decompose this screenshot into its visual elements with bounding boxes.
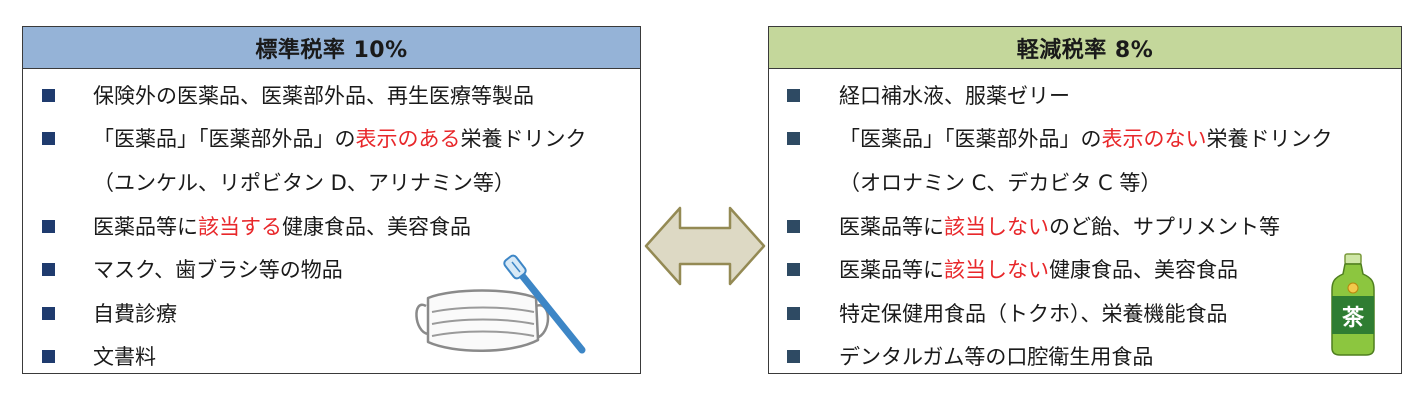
double-arrow-icon (644, 206, 766, 286)
item-segment: 「医薬品」「医薬部外品」の (93, 127, 356, 152)
square-bullet-icon (787, 132, 800, 146)
reduced-item-text: デンタルガム等の口腔衛生用食品 (839, 341, 1153, 371)
reduced-item: デンタルガム等の口腔衛生用食品 (769, 335, 1401, 379)
item-segment: のど飴、サプリメント等 (1049, 214, 1280, 239)
reduced-item: 医薬品等に該当しない健康食品、美容食品 (769, 247, 1401, 291)
reduced-rate-panel: 軽減税率 8% 経口補水液、服薬ゼリー「医薬品」「医薬部外品」の表示のない栄養ド… (768, 26, 1402, 374)
highlight-text: 表示のない (1101, 127, 1207, 152)
standard-item-text: （ユンケル、リポビタン D、アリナミン等） (93, 167, 515, 197)
item-segment: 「医薬品」「医薬部外品」の (839, 127, 1102, 152)
standard-rate-header: 標準税率 10% (23, 27, 640, 69)
mask-toothbrush-illustration (415, 254, 586, 354)
reduced-item-text: 経口補水液、服薬ゼリー (839, 80, 1070, 110)
item-segment: （ユンケル、リポビタン D、アリナミン等） (93, 170, 515, 195)
standard-rate-list: 保険外の医薬品、医薬部外品、再生医療等製品「医薬品」「医薬部外品」の表示のある栄… (23, 73, 640, 378)
reduced-item: 医薬品等に該当しないのど飴、サプリメント等 (769, 204, 1401, 248)
highlight-text: 該当する (198, 214, 282, 239)
standard-item: 医薬品等に該当する健康食品、美容食品 (23, 204, 640, 248)
standard-item: 「医薬品」「医薬部外品」の表示のある栄養ドリンク (23, 117, 640, 161)
reduced-item-text: （オロナミン C、デカビタ C 等） (839, 167, 1161, 197)
square-bullet-icon (42, 132, 55, 146)
item-segment: 健康食品、美容食品 (282, 214, 471, 239)
standard-item-continuation: （ユンケル、リポビタン D、アリナミン等） (23, 160, 640, 204)
highlight-text: 該当しない (944, 258, 1049, 283)
reduced-item: 「医薬品」「医薬部外品」の表示のない栄養ドリンク (769, 117, 1401, 161)
square-bullet-icon (787, 306, 800, 320)
square-bullet-icon (42, 350, 55, 364)
standard-item: 自費診療 (23, 291, 640, 335)
reduced-item-continuation: （オロナミン C、デカビタ C 等） (769, 160, 1401, 204)
item-segment: 医薬品等に (839, 214, 944, 239)
standard-item-text: 文書料 (93, 341, 156, 371)
item-segment: 自費診療 (93, 301, 177, 326)
item-segment: 経口補水液、服薬ゼリー (839, 83, 1070, 108)
reduced-rate-header: 軽減税率 8% (769, 27, 1401, 69)
item-segment: 特定保健用食品（トクホ）、栄養機能食品 (839, 301, 1228, 326)
item-segment: 栄養ドリンク (1206, 127, 1333, 152)
square-bullet-icon (787, 88, 800, 102)
item-segment: 文書料 (93, 345, 156, 370)
highlight-text: 該当しない (944, 214, 1049, 239)
item-segment: 栄養ドリンク (460, 127, 587, 152)
standard-item: マスク、歯ブラシ等の物品 (23, 247, 640, 291)
standard-item-text: 「医薬品」「医薬部外品」の表示のある栄養ドリンク (93, 123, 587, 153)
item-segment: 医薬品等に (93, 214, 198, 239)
reduced-item-text: 「医薬品」「医薬部外品」の表示のない栄養ドリンク (839, 123, 1333, 153)
bottle-label: 茶 (1342, 306, 1365, 331)
tea-bottle-illustration: 茶 (1331, 253, 1375, 356)
square-bullet-icon (42, 88, 55, 102)
standard-item: 保険外の医薬品、医薬部外品、再生医療等製品 (23, 73, 640, 117)
highlight-text: 表示のある (355, 127, 461, 152)
square-bullet-icon (42, 306, 55, 320)
standard-item: 文書料 (23, 335, 640, 379)
standard-item-text: マスク、歯ブラシ等の物品 (93, 254, 343, 284)
item-segment: 健康食品、美容食品 (1049, 258, 1238, 283)
reduced-item-text: 医薬品等に該当しない健康食品、美容食品 (839, 254, 1238, 284)
item-segment: 医薬品等に (839, 258, 944, 283)
item-segment: （オロナミン C、デカビタ C 等） (839, 170, 1162, 195)
item-segment: 保険外の医薬品、医薬部外品、再生医療等製品 (93, 83, 534, 108)
reduced-item-text: 特定保健用食品（トクホ）、栄養機能食品 (839, 298, 1228, 328)
reduced-item-text: 医薬品等に該当しないのど飴、サプリメント等 (839, 211, 1280, 241)
reduced-item: 経口補水液、服薬ゼリー (769, 73, 1401, 117)
reduced-rate-list: 経口補水液、服薬ゼリー「医薬品」「医薬部外品」の表示のない栄養ドリンク （オロナミ… (769, 73, 1401, 378)
square-bullet-icon (42, 219, 55, 233)
standard-rate-panel: 標準税率 10% 保険外の医薬品、医薬部外品、再生医療等製品「医薬品」「医薬部外… (22, 26, 641, 374)
square-bullet-icon (787, 219, 800, 233)
square-bullet-icon (42, 263, 55, 277)
item-segment: マスク、歯ブラシ等の物品 (93, 258, 343, 283)
item-segment: デンタルガム等の口腔衛生用食品 (839, 345, 1154, 370)
standard-item-text: 医薬品等に該当する健康食品、美容食品 (93, 211, 471, 241)
square-bullet-icon (787, 263, 800, 277)
square-bullet-icon (787, 350, 800, 364)
reduced-item: 特定保健用食品（トクホ）、栄養機能食品 (769, 291, 1401, 335)
standard-item-text: 保険外の医薬品、医薬部外品、再生医療等製品 (93, 80, 534, 110)
standard-item-text: 自費診療 (93, 298, 177, 328)
